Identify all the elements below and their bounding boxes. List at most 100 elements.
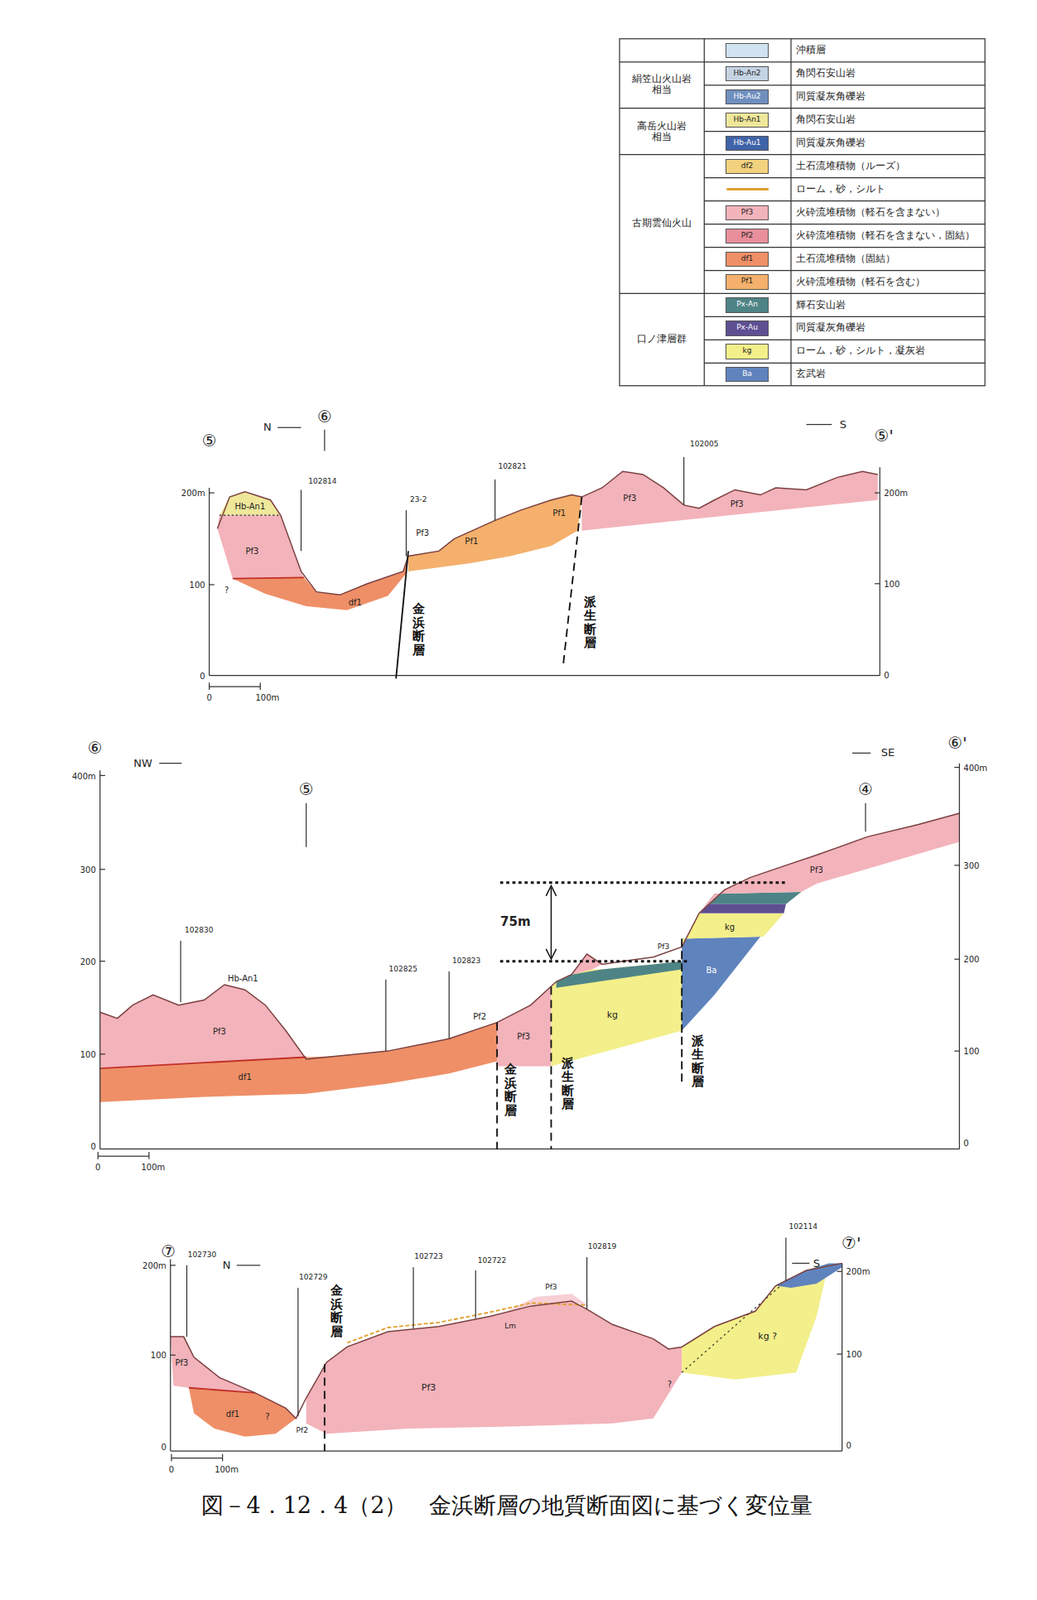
scale-label: 100m	[255, 692, 280, 702]
borehole-number: 102830	[184, 926, 213, 936]
scale-label: 100m	[140, 1162, 165, 1172]
borehole-number: 102114	[789, 1223, 818, 1232]
query-mark: ?	[667, 1379, 672, 1389]
unit-code: Hb-An2	[733, 69, 761, 78]
axis-value: 200	[963, 955, 980, 965]
legend-text: 同質凝灰角礫岩	[795, 323, 866, 334]
unit-label: Pf3	[622, 493, 637, 503]
unit-label: kg	[724, 921, 735, 931]
axis-value: 400m	[963, 762, 988, 772]
borehole-number: 102729	[299, 1273, 328, 1283]
unit-label: Pf3	[657, 943, 670, 952]
borehole-number: 102814	[308, 477, 337, 487]
unit-code: Px-Au	[736, 323, 758, 333]
fault-label: 派生断層	[691, 1034, 705, 1090]
legend-text: 火砕流堆積物（軽石を含まない）	[795, 207, 946, 218]
section-5	[209, 424, 881, 690]
fault-label: 派生断層	[583, 595, 597, 651]
unit-code: Pf1	[741, 278, 753, 287]
unit-label: kg	[607, 1010, 618, 1021]
unit-label: df1	[226, 1408, 240, 1419]
legend-text: ローム，砂，シルト，凝灰岩	[795, 346, 926, 357]
axis-value: 200m	[181, 488, 206, 498]
axis-value: 300	[80, 864, 97, 874]
axis-value: 100	[883, 578, 900, 589]
unit-code: Hb-Au2	[733, 92, 761, 102]
scale-label: 0	[206, 692, 212, 702]
section-marker: ⑥'	[947, 733, 967, 753]
direction-label: NW	[133, 757, 153, 770]
legend-text: 角閃石安山岩	[795, 67, 856, 79]
legend-text: 火砕流堆積物（軽石を含まない，固結）	[795, 230, 975, 242]
axis-value: 100	[189, 580, 206, 590]
unit-label: Ba	[705, 964, 717, 975]
borehole-number: 102825	[389, 965, 418, 975]
axis-value: 200m	[142, 1261, 167, 1271]
unit-label: df1	[238, 1072, 252, 1082]
section-marker: ④	[858, 780, 874, 799]
borehole-number: 102823	[452, 957, 481, 966]
legend-text: 土石流堆積物（固結）	[795, 253, 896, 265]
borehole-number: 102821	[497, 463, 526, 472]
unit-code: Ba	[742, 370, 753, 379]
unit-label: kg ?	[757, 1331, 777, 1342]
borehole-number: 102723	[414, 1253, 443, 1262]
legend-line-sample	[726, 188, 769, 191]
unit-code: df1	[741, 255, 754, 264]
axis-value: 300	[963, 860, 980, 870]
legend-text: 火砕流堆積物（軽石を含む）	[795, 276, 926, 288]
fault-label: 派生断層	[561, 1056, 574, 1112]
axis-value: 200m	[846, 1267, 871, 1277]
axis-value: 0	[846, 1440, 852, 1450]
unit-label: Lm	[504, 1322, 517, 1332]
axis-value: 100	[80, 1049, 97, 1059]
section-marker: ⑤	[299, 780, 314, 799]
unit-code: Hb-An1	[733, 115, 761, 125]
section-marker: ⑦	[160, 1242, 176, 1261]
unit-label: Pf2	[472, 1012, 487, 1022]
legend-text: 角閃石安山岩	[795, 114, 856, 126]
figure-caption: 図－4．12．4（2） 金浜断層の地質断面図に基づく変位量	[201, 1493, 813, 1519]
legend-group: 絹笠山火山岩 相当	[630, 73, 694, 96]
legend-text: 輝石安山岩	[795, 299, 846, 311]
legend-group: 口ノ津層群	[636, 334, 687, 346]
query-mark: ?	[224, 585, 229, 595]
borehole-number: 102819	[588, 1243, 617, 1252]
borehole-number: 102005	[689, 440, 719, 449]
borehole-number: 23-2	[409, 496, 427, 505]
legend-group: 高岳火山岩 相当	[635, 120, 689, 142]
fault-label: 金浜断層	[330, 1283, 343, 1339]
axis-value: 0	[963, 1138, 969, 1148]
unit-code: Px-An	[736, 300, 758, 309]
unit-label: Pf3	[245, 546, 259, 556]
direction-label: SE	[881, 747, 895, 759]
unit-label: Pf3	[174, 1358, 189, 1368]
section-6	[97, 752, 960, 1159]
section-marker: ⑥	[317, 407, 333, 426]
legend-group: 古期雲仙火山	[631, 218, 692, 230]
legend-swatch	[725, 43, 769, 58]
borehole-number: 102730	[188, 1251, 217, 1260]
direction-label: N	[263, 421, 272, 434]
unit-label: Hb-An1	[235, 501, 266, 512]
query-mark: ?	[265, 1412, 270, 1422]
borehole-number: 102722	[477, 1257, 507, 1266]
section-marker: ⑤'	[873, 426, 893, 445]
unit-label: Pf3	[810, 864, 824, 874]
unit-label: Pf3	[415, 528, 430, 538]
fault-label: 金浜断層	[504, 1062, 517, 1118]
unit-label: Pf1	[552, 507, 566, 517]
axis-value: 100	[150, 1350, 167, 1361]
legend-text: 沖積層	[795, 44, 826, 56]
unit-code: kg	[742, 347, 753, 356]
unit-label: df1	[348, 598, 362, 608]
unit-code: Hb-Au1	[733, 139, 761, 148]
direction-label: N	[222, 1259, 232, 1272]
section-marker: ⑤	[202, 431, 218, 450]
axis-value: 400m	[72, 771, 97, 781]
axis-value: 200m	[883, 488, 908, 498]
axis-value: 0	[160, 1442, 166, 1452]
unit-label: Pf2	[296, 1427, 309, 1436]
axis-value: 200	[80, 956, 97, 966]
unit-label: Pf3	[516, 1031, 531, 1041]
